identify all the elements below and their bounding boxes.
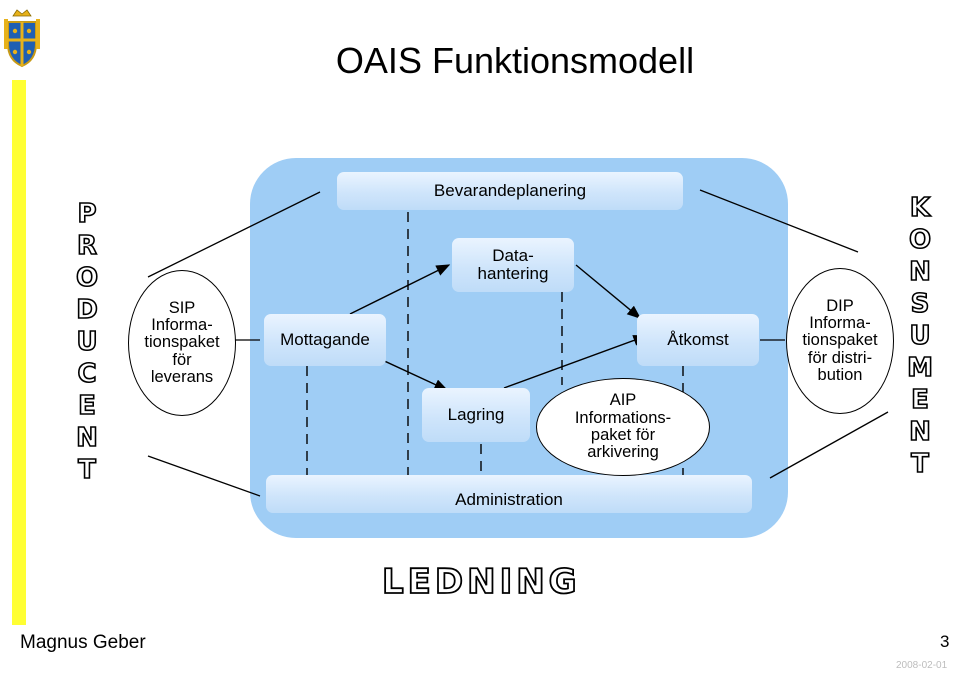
footer-date: 2008-02-01 (896, 660, 948, 671)
accent-bar (12, 80, 26, 625)
aip-line: Informations- (574, 408, 672, 427)
producer-line-bottom (147, 455, 261, 497)
ledning-text: LEDNING (381, 561, 581, 603)
producent-letter: T (77, 454, 96, 486)
producent-letter: R (76, 230, 98, 262)
lagring-box: Lagring (422, 388, 530, 442)
producer-line-top (147, 191, 321, 278)
lagring-label: Lagring (447, 404, 505, 424)
mottagande-box: Mottagande (264, 314, 386, 366)
bevarandeplanering-box: Bevarandeplanering (337, 172, 683, 210)
arrow-lagring-atkomst (503, 335, 648, 389)
administration-label: Administration (455, 489, 563, 509)
datahantering-label-line2: hantering (477, 264, 549, 283)
coat-of-arms-logo (4, 9, 40, 68)
footer-author: Magnus Geber (20, 632, 146, 653)
sip-line: Informa- (151, 316, 213, 335)
konsument-letter: S (910, 288, 930, 320)
consumer-line-top (699, 189, 859, 253)
konsument-letter: N (908, 256, 931, 288)
datahantering-label-line1: Data- (492, 245, 534, 265)
sip-line: tionspaket (144, 333, 220, 352)
aip-line: AIP (609, 391, 637, 410)
producent-letter: E (77, 390, 96, 422)
producent-letter: N (75, 422, 98, 454)
dip-ellipse: DIP Informa- tionspaket för distri- buti… (786, 268, 894, 414)
atkomst-label: Åtkomst (667, 329, 729, 349)
arrow-datahantering-atkomst (575, 264, 642, 319)
konsument-letter: K (909, 192, 931, 224)
dip-line: Informa- (809, 314, 871, 333)
aip-line: paket för (590, 426, 656, 444)
page-title: OAIS Funktionsmodell (335, 40, 695, 81)
page-number: 3 (940, 632, 950, 651)
producent-letter: D (75, 294, 98, 326)
dip-line: tionspaket (802, 331, 878, 350)
datahantering-box: Data- hantering (452, 238, 574, 292)
arrow-mottagande-datahantering (349, 264, 451, 315)
konsument-letter: N (908, 416, 931, 448)
dip-line: bution (817, 365, 863, 384)
konsument-letter: O (908, 224, 932, 256)
producent-letter: O (75, 262, 99, 294)
aip-ellipse: AIP Informations- paket för arkivering (536, 378, 710, 476)
sip-line: SIP (168, 298, 196, 317)
konsument-letter: U (909, 320, 932, 352)
producent-letter: C (77, 358, 98, 390)
sip-ellipse: SIP Informa- tionspaket för leverans (128, 270, 236, 416)
sip-line: för (172, 350, 192, 369)
dip-line: för distri- (807, 348, 873, 367)
dip-line: DIP (826, 296, 854, 315)
producent-letter: P (77, 198, 98, 230)
sip-line: leverans (150, 367, 214, 386)
konsument-vertical-text: K O N S U M E N T (903, 192, 937, 480)
administration-box: Administration (266, 475, 752, 513)
aip-line: arkivering (587, 443, 659, 462)
atkomst-box: Åtkomst (637, 314, 759, 366)
producent-letter: U (76, 326, 99, 358)
producent-vertical-text: P R O D U C E N T (70, 198, 104, 486)
bevarandeplanering-label: Bevarandeplanering (433, 180, 587, 200)
konsument-letter: M (906, 352, 933, 384)
consumer-line-bottom (769, 411, 889, 479)
mottagande-label: Mottagande (280, 329, 370, 349)
konsument-letter: T (910, 448, 929, 480)
konsument-letter: E (910, 384, 929, 416)
